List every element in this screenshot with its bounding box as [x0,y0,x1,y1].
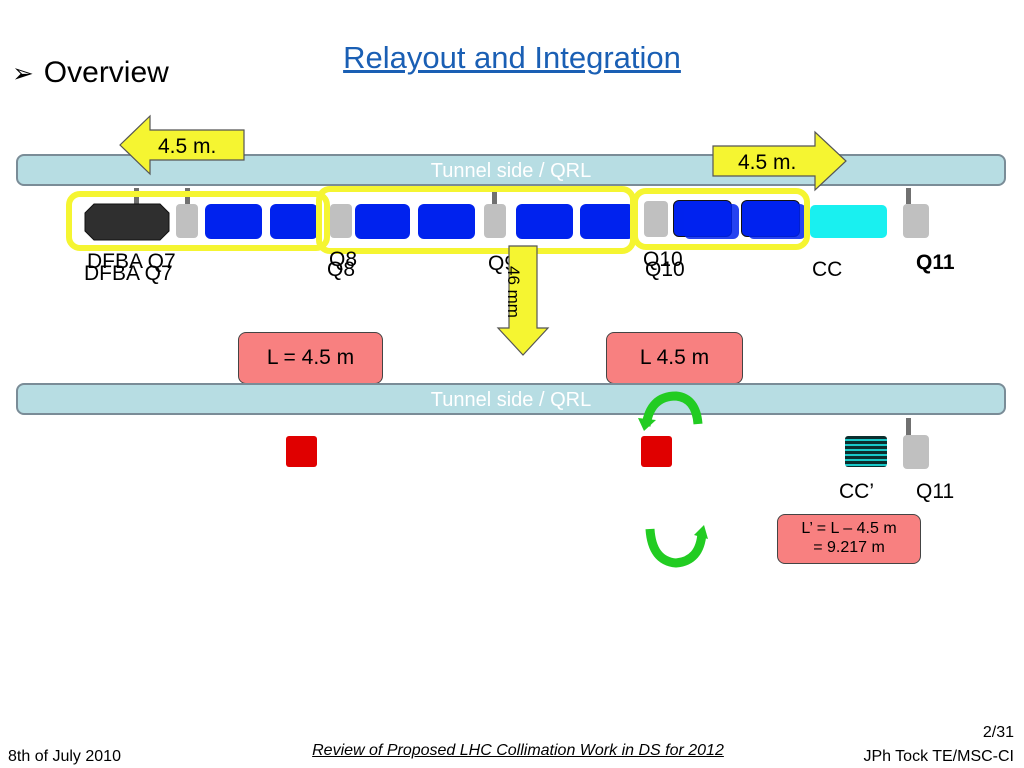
red-block-right [641,436,672,467]
top-tunnel-label: Tunnel side / QRL [430,160,592,182]
q10-quad [644,201,668,237]
q10-ghost-label: Q10 [643,248,683,271]
overview-label: Overview [43,56,169,89]
footer-page-number: 2/31 [982,724,1014,741]
dipole-8-shadow [748,204,806,239]
dipole-6 [580,204,634,239]
footer-date: 8th of July 2010 [8,748,121,765]
q10-label: Q10 [645,258,685,281]
formula-line-1: L’ = L – 4.5 m [801,520,897,537]
footer-review-title[interactable]: Review of Proposed LHC Collimation Work … [312,742,724,759]
q11-label: Q11 [916,251,955,274]
q8-quad [330,204,352,238]
length-box-left: L = 4.5 m [238,332,383,384]
q11-quad [903,204,929,238]
q11-stem [906,188,911,204]
page-title[interactable]: Relayout and Integration [343,40,681,75]
formula-box: L’ = L – 4.5 m = 9.217 m [777,514,921,564]
q11-bottom-stem [906,418,911,436]
down-arrow-icon [496,245,550,356]
dipole-1 [205,204,262,239]
frame-dfba-q7 [66,191,330,251]
dfba-block [84,203,170,241]
q8-label: Q8 [327,258,356,281]
dfba-q7-label: DFBA Q7 [84,262,173,285]
q9-quad [484,204,506,238]
down-arrow-label: 46 mm [504,266,523,318]
dipole-5 [516,204,573,239]
overview-bullet: ➢ Overview [12,56,169,90]
q7-quad [176,204,198,238]
dipole-2 [270,204,318,239]
cc-collimator [810,205,887,238]
dfba-q7-ghost-label: DFBA Q7 [87,250,176,273]
length-box-right: L 4.5 m [606,332,743,384]
bottom-tunnel-label: Tunnel side / QRL [430,389,592,411]
left-arrow-label: 4.5 m. [158,135,217,158]
cc-prime-block [845,436,887,467]
frame-q10 [632,188,810,250]
formula-line-2: = 9.217 m [813,539,885,556]
dipole-4 [418,204,475,239]
dipole-3 [355,204,410,239]
left-arrow-icon [119,114,245,176]
q11-bottom-label: Q11 [916,480,955,503]
frame-q8-q9 [316,186,636,254]
q9-stem [492,188,497,204]
q8-ghost-label: Q8 [329,248,358,271]
bottom-tunnel-bar: Tunnel side / QRL [16,383,1006,415]
right-arrow-icon [712,130,847,192]
rotate-arrow-bottom-icon [645,525,708,568]
cc-label: CC [812,258,843,281]
red-block-left [286,436,317,467]
q11-bottom-quad [903,435,929,469]
right-arrow-label: 4.5 m. [738,151,797,174]
footer-author: JPh Tock TE/MSC-CI [863,748,1014,765]
dipole-7-shadow [684,204,739,239]
bullet-arrow-icon: ➢ [12,58,34,88]
rotate-arrow-top-icon [638,391,703,431]
cc-prime-label: CC’ [839,480,874,503]
